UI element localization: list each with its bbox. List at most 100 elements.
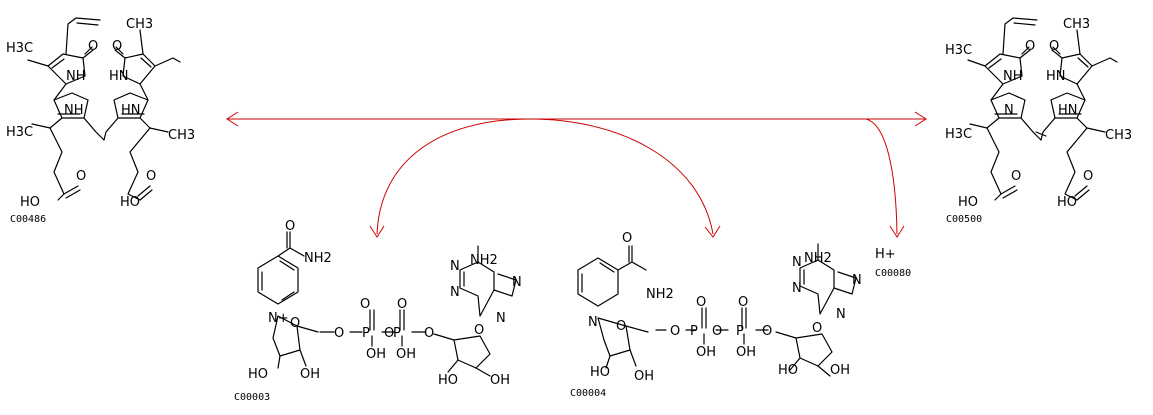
proton-arc [865, 118, 898, 235]
atom-label: O [88, 39, 98, 54]
compound-id-c00486: C00486 [10, 214, 46, 225]
atom-label: P [362, 326, 370, 341]
atom-label: HO [958, 195, 978, 210]
atom-label: HN [121, 103, 141, 118]
atom-label: H3C [6, 41, 33, 56]
c00486-bonds [27, 17, 181, 201]
compound-id-c00080: C00080 [875, 268, 911, 279]
atom-label: P [690, 324, 698, 339]
atom-label: O [290, 316, 300, 331]
atom-label: HO [590, 365, 610, 380]
atom-label: N [792, 255, 802, 270]
atom-label: HN [1058, 103, 1078, 118]
atom-label: NH [64, 103, 84, 118]
atom-label: NH2 [304, 251, 332, 266]
atom-label: CH3 [1063, 17, 1090, 32]
c00486-labels: NH O HN O NH HN CH3 CH3 H3C H3C HO O HO … [6, 17, 195, 210]
atom-label: N [588, 315, 598, 330]
atom-label: NH [66, 69, 86, 84]
atom-label: N [852, 273, 862, 288]
atom-label: CH3 [126, 17, 153, 32]
atom-label: O [76, 169, 86, 184]
atom-label: O [424, 326, 434, 341]
compound-id-c00500: C00500 [946, 214, 982, 225]
atom-label: HO [120, 195, 140, 210]
atom-label: O [622, 231, 632, 246]
atom-label: H3C [6, 125, 33, 140]
atom-label: N [792, 281, 802, 296]
compound-c00080: H+ C00080 [875, 247, 911, 279]
atom-label: OH [396, 347, 416, 362]
atom-label: HO [1057, 195, 1077, 210]
compound-id-c00004: C00004 [570, 388, 606, 399]
atom-label: NH2 [646, 287, 674, 302]
reaction-arrows [226, 111, 927, 238]
compound-c00003: N+ O NH2 O O O P P O O O OH OH O HO OH N… [234, 219, 522, 403]
atom-label: HN [109, 69, 129, 84]
atom-label: O [360, 297, 370, 312]
atom-label: O [397, 297, 407, 312]
atom-label: O [384, 326, 394, 341]
atom-label: CH3 [168, 128, 195, 143]
compound-c00486: NH O HN O NH HN CH3 CH3 H3C H3C HO O HO … [6, 17, 195, 225]
compound-c00004: N O NH2 O O O P P O O O OH OH O HO OH N … [570, 231, 862, 399]
atom-label: OH [830, 363, 850, 378]
atom-label: O [285, 219, 295, 234]
atom-label: O [712, 324, 722, 339]
compound-c00500: NH O HN O N HN CH3 CH3 H3C H3C HO O HO O… [945, 17, 1132, 225]
atom-label: O [738, 295, 748, 310]
atom-label: N [450, 285, 460, 300]
atom-label: N+ [268, 311, 289, 326]
atom-label: O [696, 295, 706, 310]
atom-label: NH [1003, 69, 1023, 84]
atom-label: O [112, 39, 122, 54]
atom-label: HO [20, 195, 40, 210]
atom-label: H3C [945, 43, 972, 58]
atom-label: CH3 [1105, 128, 1132, 143]
atom-label: N [512, 275, 522, 290]
atom-label: NH2 [470, 253, 498, 268]
c00500-labels: NH O HN O N HN CH3 CH3 H3C H3C HO O HO O [945, 17, 1132, 210]
c00004-bonds [577, 243, 857, 377]
atom-label: OH [736, 345, 756, 360]
cofactor-arc-nad [376, 118, 531, 235]
atom-label: OH [634, 369, 654, 384]
atom-label: NH2 [804, 251, 832, 266]
atom-label: HO [778, 363, 798, 378]
arrowhead-nadh [704, 225, 721, 238]
compound-id-c00003: C00003 [234, 392, 270, 403]
atom-label: HN [1046, 69, 1066, 84]
atom-label: O [1025, 39, 1035, 54]
atom-label: H3C [945, 127, 972, 142]
c00500-bonds [967, 17, 1118, 201]
atom-label: HO [438, 373, 458, 388]
c00003-labels: N+ O NH2 O O O P P O O O OH OH O HO OH N… [248, 219, 522, 388]
atom-label: O [670, 324, 680, 339]
atom-label: O [812, 321, 822, 336]
atom-label: O [616, 319, 626, 334]
atom-label: O [1049, 39, 1059, 54]
atom-label: OH [696, 345, 716, 360]
cofactor-arc-nadh [529, 118, 714, 235]
atom-label: O [1083, 169, 1093, 184]
c00003-bonds [257, 231, 517, 377]
atom-label: N [836, 307, 846, 322]
arrowhead-proton [889, 225, 905, 238]
atom-label: O [474, 323, 484, 338]
atom-label: N [1004, 103, 1014, 118]
atom-label: HO [248, 367, 268, 382]
atom-label: O [762, 324, 772, 339]
atom-label: OH [490, 373, 510, 388]
atom-label: OH [300, 367, 320, 382]
atom-label: N [496, 311, 506, 326]
atom-label: O [1011, 169, 1021, 184]
arrowhead-right [914, 111, 927, 127]
atom-label: OH [366, 347, 386, 362]
atom-label: N [450, 259, 460, 274]
atom-label: P [393, 326, 401, 341]
arrowhead-nad [369, 225, 385, 238]
atom-label: O [146, 169, 156, 184]
c00004-labels: N O NH2 O O O P P O O O OH OH O HO OH N … [588, 231, 862, 384]
